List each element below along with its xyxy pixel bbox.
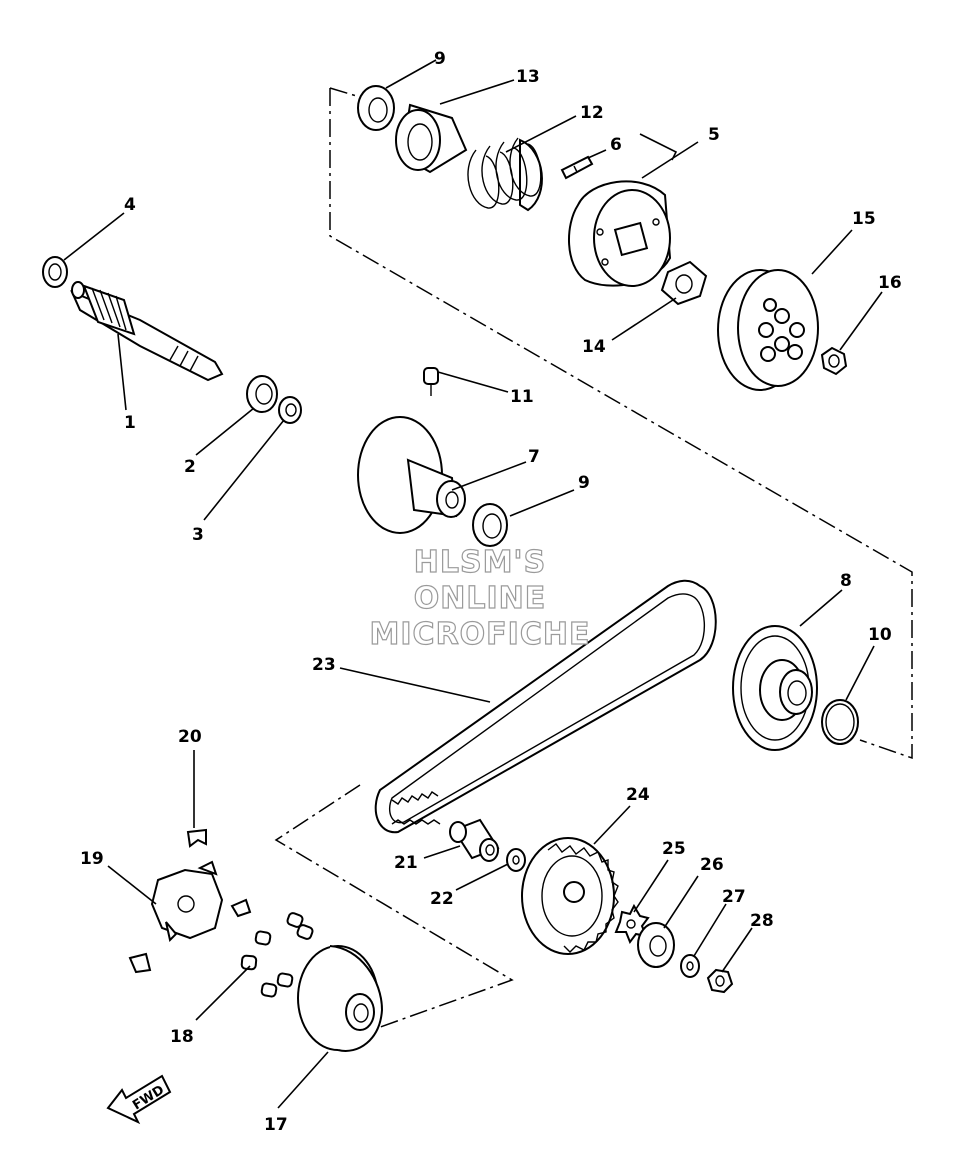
- part-15-clutch-housing: [717, 269, 819, 391]
- callout-1: 1: [124, 413, 136, 433]
- part-21-collar: [449, 818, 500, 862]
- part-9-seal-middle: [472, 503, 508, 547]
- part-4-bearing: [42, 256, 68, 288]
- callout-19: 19: [80, 849, 104, 869]
- part-6-pin: [560, 155, 594, 180]
- callout-9-top: 9: [434, 49, 446, 69]
- callout-10: 10: [868, 625, 892, 645]
- forward-arrow-icon: FWD: [106, 1074, 172, 1125]
- part-8-fixed-sheave: [732, 625, 818, 751]
- callout-13: 13: [516, 67, 540, 87]
- callout-21: 21: [394, 853, 418, 873]
- part-17-sliding-sheave: [297, 945, 384, 1052]
- part-3-seal: [278, 396, 302, 424]
- callout-17: 17: [264, 1115, 288, 1135]
- callout-2: 2: [184, 457, 196, 477]
- part-23-v-belt: [374, 579, 717, 834]
- watermark: HLSM'S ONLINE MICROFICHE: [369, 544, 591, 652]
- callout-3: 3: [192, 525, 204, 545]
- callout-4: 4: [124, 195, 136, 215]
- callout-labels: 1 2 3 4 5 6 7 8 9 9 10 11 12 13 14 15 16…: [80, 49, 902, 1135]
- callout-27: 27: [722, 887, 746, 907]
- callout-11: 11: [510, 387, 534, 407]
- part-12-spring: [467, 137, 543, 212]
- callout-28: 28: [750, 911, 774, 931]
- callout-14: 14: [582, 337, 606, 357]
- callout-12: 12: [580, 103, 604, 123]
- watermark-line-1: HLSM'S: [414, 545, 546, 580]
- part-2-bearing: [246, 375, 278, 413]
- part-22-washer: [506, 848, 526, 872]
- part-18-weight-rollers: [240, 912, 314, 998]
- callout-22: 22: [430, 889, 454, 909]
- callout-5: 5: [708, 125, 720, 145]
- callout-26: 26: [700, 855, 724, 875]
- part-13-collar: [395, 103, 468, 174]
- part-27-washer: [680, 954, 700, 978]
- part-9-seal-top: [357, 85, 395, 131]
- callout-6: 6: [610, 135, 622, 155]
- callout-16: 16: [878, 273, 902, 293]
- part-24-fan-sheave: [521, 837, 619, 955]
- part-5-clutch-carrier: [568, 180, 672, 287]
- callout-15: 15: [852, 209, 876, 229]
- callout-20: 20: [178, 727, 202, 747]
- part-26-ratchet: [637, 922, 675, 968]
- part-28-nut: [706, 968, 734, 994]
- callout-7: 7: [528, 447, 540, 467]
- part-16-nut: [820, 346, 848, 376]
- callout-23: 23: [312, 655, 336, 675]
- callout-25: 25: [662, 839, 686, 859]
- callout-9-middle: 9: [578, 473, 590, 493]
- callout-18: 18: [170, 1027, 194, 1047]
- part-20-slider: [186, 828, 207, 848]
- watermark-line-2: ONLINE: [414, 581, 547, 616]
- part-10-o-ring: [821, 699, 859, 745]
- part-11-grease-nipple: [423, 367, 439, 396]
- part-7-sheave: [357, 416, 466, 534]
- callout-24: 24: [626, 785, 650, 805]
- watermark-line-3: MICROFICHE: [370, 617, 591, 652]
- part-1-shaft: [70, 281, 224, 382]
- part-14-nut: [660, 260, 708, 306]
- leader-lines: [63, 59, 883, 1109]
- callout-8: 8: [840, 571, 852, 591]
- part-19-cam-plate: [128, 860, 252, 974]
